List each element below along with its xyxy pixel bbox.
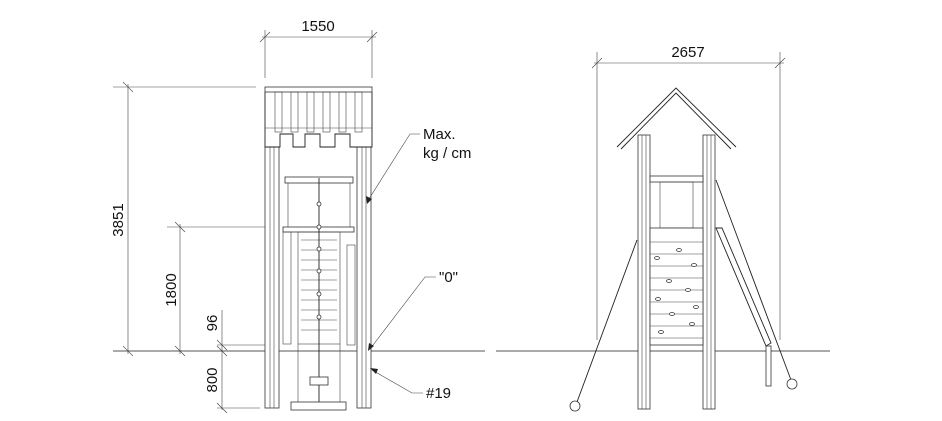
dimension-platform-1800: 1800 bbox=[163, 221, 276, 357]
dim-label: 1550 bbox=[301, 18, 334, 35]
side-view: 2657 bbox=[496, 44, 830, 412]
callout-label: "0" bbox=[439, 269, 458, 286]
climbing-rope-right bbox=[715, 179, 798, 390]
callout-max-load: Max. kg / cm bbox=[366, 126, 471, 204]
slide-ladder bbox=[715, 227, 772, 387]
dimension-width-2657: 2657 bbox=[591, 44, 786, 340]
dim-label: 800 bbox=[204, 367, 221, 392]
dimension-height-3851: 3851 bbox=[110, 81, 256, 357]
dimension-width-1550: 1550 bbox=[259, 18, 378, 78]
dim-label: 3851 bbox=[110, 203, 127, 236]
dimension-96: 96 bbox=[204, 310, 275, 410]
callout-label: #19 bbox=[426, 385, 451, 402]
tower-side bbox=[616, 87, 737, 410]
callout-zero-level: "0" bbox=[368, 269, 458, 351]
callout-ref-19: #19 bbox=[370, 368, 451, 402]
climbing-rope-left bbox=[569, 239, 638, 412]
tower-front bbox=[264, 86, 373, 411]
dim-label: 1800 bbox=[163, 273, 180, 306]
dimension-800: 800 bbox=[204, 367, 260, 414]
callout-label: Max. bbox=[423, 126, 456, 143]
dim-label: 96 bbox=[204, 315, 221, 332]
dim-label: 2657 bbox=[671, 44, 704, 61]
callout-label: kg / cm bbox=[423, 145, 471, 162]
front-view: 1550 3851 1800 96 bbox=[110, 18, 485, 414]
